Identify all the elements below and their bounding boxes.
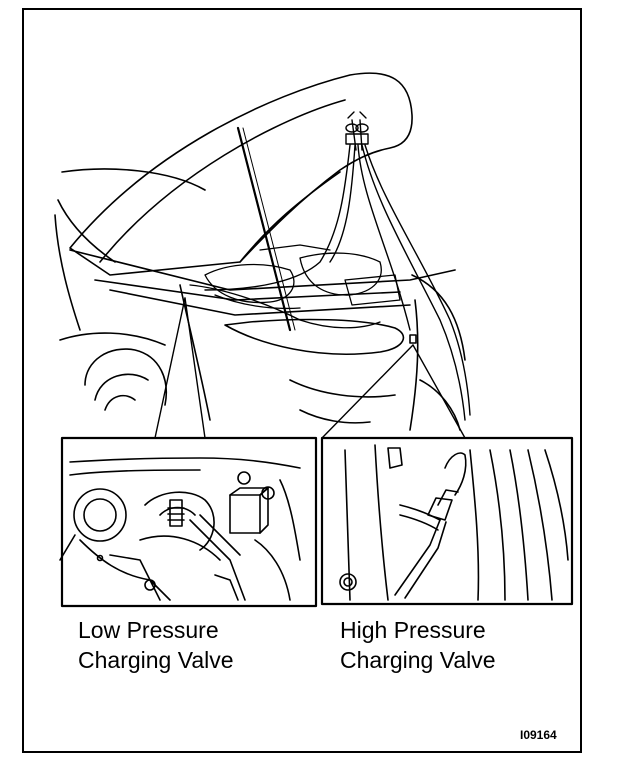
vehicle-hood — [69, 72, 413, 276]
gauge-hoses — [204, 119, 471, 421]
figure-frame — [22, 8, 582, 753]
low-pressure-label-line1: Low Pressure — [78, 617, 219, 643]
high-pressure-valve-label: High Pressure Charging Valve — [340, 615, 496, 675]
low-pressure-valve-label: Low Pressure Charging Valve — [78, 615, 234, 675]
leader-lines — [154, 297, 466, 439]
figure-id: I09164 — [520, 728, 557, 742]
high-pressure-port-marker — [409, 334, 417, 344]
high-pressure-inset — [320, 436, 574, 606]
gauge-fittings — [345, 111, 369, 145]
low-pressure-label-line2: Charging Valve — [78, 647, 234, 673]
vehicle-body — [54, 168, 466, 431]
high-pressure-label-line2: Charging Valve — [340, 647, 496, 673]
high-pressure-label-line1: High Pressure — [340, 617, 486, 643]
low-pressure-inset — [59, 436, 318, 608]
